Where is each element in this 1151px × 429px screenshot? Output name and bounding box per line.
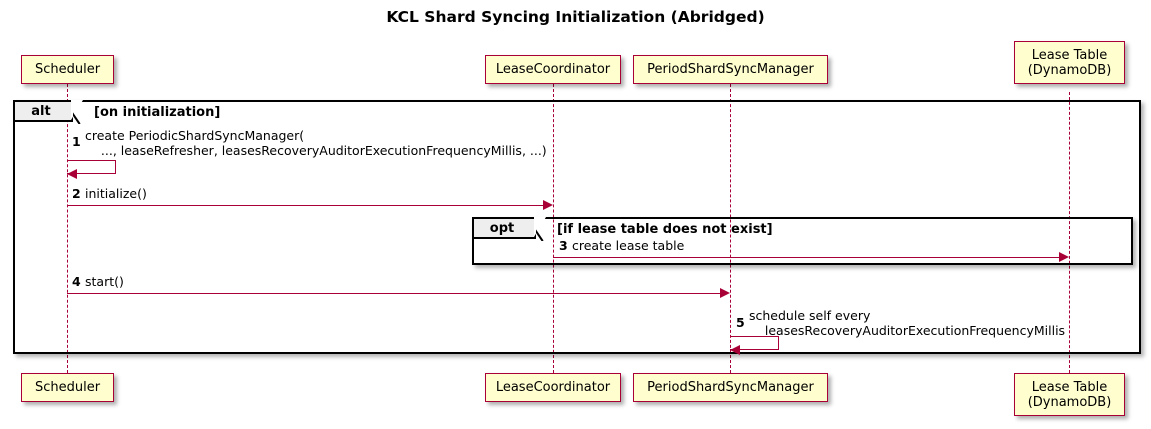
participant-label: LeaseCoordinator — [495, 62, 611, 77]
message-5-arrowhead — [730, 345, 740, 355]
participant-scheduler-bottom[interactable]: Scheduler — [21, 373, 114, 402]
participant-period-shard-sync-manager-bottom[interactable]: PeriodShardSyncManager — [633, 373, 828, 402]
lifeline-period-shard-sync-manager — [730, 84, 731, 373]
participant-label: Scheduler — [34, 62, 101, 77]
lifeline-lease-table — [1069, 92, 1070, 373]
message-2-line — [67, 205, 544, 206]
diagram-title: KCL Shard Syncing Initialization (Abridg… — [386, 8, 765, 26]
participant-lease-coordinator-bottom[interactable]: LeaseCoordinator — [485, 373, 621, 402]
message-1-label-line2: ..., leaseRefresher, leasesRecoveryAudit… — [85, 143, 547, 158]
message-5-label-line1: schedule self every — [749, 308, 871, 323]
participant-label: Scheduler — [34, 380, 101, 395]
message-1-sequence-number: 1 — [72, 134, 81, 149]
message-1-self-loop — [67, 160, 116, 174]
fragment-operator-label: alt — [31, 103, 51, 119]
lifeline-lease-coordinator — [553, 84, 554, 373]
message-5-self-loop — [730, 336, 779, 350]
participant-label-line1: Lease Table — [1031, 379, 1108, 395]
fragment-alt-guard: [on initialization] — [94, 105, 221, 120]
message-3-sequence-number: 3 — [559, 238, 568, 253]
message-1-arrowhead — [67, 169, 77, 179]
participant-lease-coordinator-top[interactable]: LeaseCoordinator — [485, 55, 621, 84]
fragment-operator-label: opt — [489, 220, 515, 236]
message-4-sequence-number: 4 — [72, 274, 81, 289]
message-3-arrowhead — [1059, 252, 1069, 262]
fragment-alt — [13, 100, 1141, 354]
message-4-arrowhead — [720, 288, 730, 298]
message-2-arrowhead — [543, 200, 553, 210]
participant-label-line1: Lease Table — [1031, 47, 1108, 63]
fragment-opt-guard: [if lease table does not exist] — [557, 222, 773, 237]
participant-scheduler-top[interactable]: Scheduler — [21, 55, 114, 84]
fragment-alt-operator-tab: alt — [15, 100, 83, 122]
fragment-opt — [472, 217, 1133, 265]
message-1-label-line1: create PeriodicShardSyncManager( — [85, 128, 305, 143]
participant-label: PeriodShardSyncManager — [647, 380, 814, 395]
message-5-label-line2: leasesRecoveryAuditorExecutionFrequencyM… — [749, 323, 1066, 338]
message-5-sequence-number: 5 — [736, 315, 745, 330]
participant-lease-table-top[interactable]: Lease Table (DynamoDB) — [1014, 41, 1125, 84]
message-4-label: start() — [85, 274, 124, 289]
participant-label-line2: (DynamoDB) — [1027, 62, 1112, 78]
message-3-label: create lease table — [572, 238, 685, 253]
message-2-label: initialize() — [85, 186, 147, 201]
message-3-line — [553, 257, 1059, 258]
fragment-opt-operator-tab: opt — [474, 217, 546, 239]
message-2-sequence-number: 2 — [72, 186, 81, 201]
participant-period-shard-sync-manager-top[interactable]: PeriodShardSyncManager — [633, 55, 828, 84]
lifeline-scheduler — [67, 84, 68, 373]
participant-lease-table-bottom[interactable]: Lease Table (DynamoDB) — [1014, 373, 1125, 416]
participant-label-line2: (DynamoDB) — [1027, 394, 1112, 410]
message-4-line — [67, 293, 721, 294]
participant-label: LeaseCoordinator — [495, 380, 611, 395]
participant-label: PeriodShardSyncManager — [647, 62, 814, 77]
